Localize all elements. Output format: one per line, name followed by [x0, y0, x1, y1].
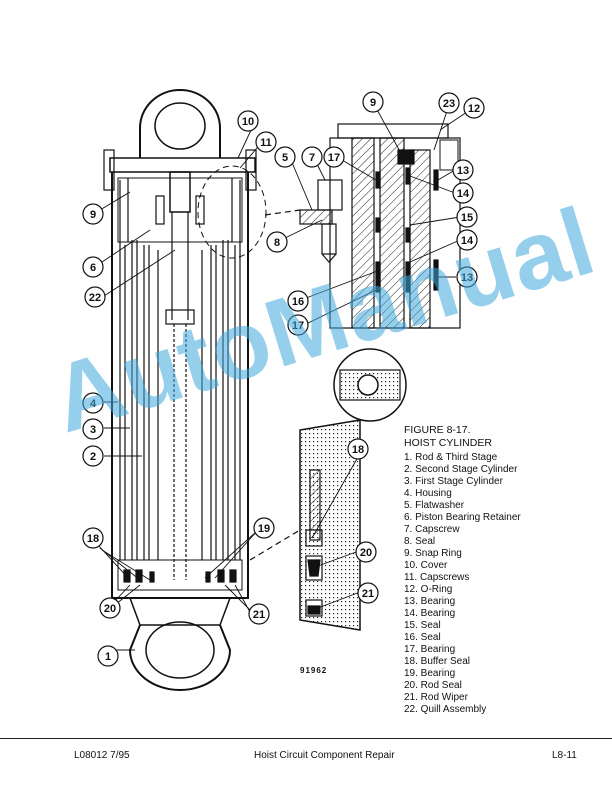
legend-item: 5. Flatwasher [404, 500, 465, 511]
svg-text:22: 22 [89, 292, 101, 304]
svg-text:7: 7 [309, 152, 315, 164]
callout-22: 22 [84, 286, 106, 308]
svg-text:18: 18 [87, 533, 99, 545]
callout-4: 4 [82, 392, 104, 414]
callout-23: 23 [438, 92, 460, 114]
callout-10: 10 [237, 110, 259, 132]
callout-7: 7 [301, 146, 323, 168]
legend-item: 21. Rod Wiper [404, 692, 468, 703]
callout-21b: 21 [357, 582, 379, 604]
legend-item: 8. Seal [404, 536, 436, 547]
legend-item: 17. Bearing [404, 644, 456, 655]
svg-text:20: 20 [360, 547, 372, 559]
callout-9b: 9 [362, 91, 384, 113]
figure-number: FIGURE 8-17. [404, 424, 471, 436]
legend-item: 3. First Stage Cylinder [404, 476, 503, 487]
figure-caption: FIGURE 8-17. HOIST CYLINDER [404, 424, 492, 450]
svg-text:5: 5 [282, 152, 288, 164]
callout-17a: 17 [323, 146, 345, 168]
legend-item: 4. Housing [404, 488, 452, 499]
legend-item: 7. Capscrew [404, 524, 460, 535]
callout-6: 6 [82, 256, 104, 278]
drawing-number: 91962 [300, 666, 328, 675]
callout-3: 3 [82, 418, 104, 440]
callout-15: 15 [456, 206, 478, 228]
svg-text:12: 12 [468, 103, 480, 115]
legend-item: 13. Bearing [404, 596, 456, 607]
svg-text:14: 14 [461, 235, 474, 247]
legend-item: 9. Snap Ring [404, 548, 462, 559]
callout-19: 19 [253, 517, 275, 539]
svg-text:16: 16 [292, 296, 304, 308]
leader-lines [97, 105, 471, 651]
lower-detail-view [249, 348, 407, 631]
svg-text:21: 21 [253, 609, 265, 621]
legend-item: 6. Piston Bearing Retainer [404, 512, 521, 523]
main-cylinder-view [103, 89, 267, 691]
svg-text:8: 8 [274, 237, 280, 249]
legend-item: 16. Seal [404, 632, 441, 643]
svg-text:2: 2 [90, 451, 96, 463]
svg-text:9: 9 [90, 209, 96, 221]
svg-text:6: 6 [90, 262, 96, 274]
legend-item: 20. Rod Seal [404, 680, 462, 691]
callout-18a: 18 [82, 527, 104, 549]
callout-20b: 20 [355, 541, 377, 563]
callout-21a: 21 [248, 603, 270, 625]
callout-18b: 18 [347, 438, 369, 460]
legend-item: 22. Quill Assembly [404, 704, 487, 715]
legend-item: 14. Bearing [404, 608, 456, 619]
figure-title: HOIST CYLINDER [404, 437, 492, 449]
legend-item: 12. O-Ring [404, 584, 453, 595]
footer-page-number: L8-11 [552, 750, 577, 761]
legend-item: 11. Capscrews [404, 572, 470, 583]
svg-text:23: 23 [443, 98, 455, 110]
callout-13b: 13 [456, 266, 478, 288]
callout-17b: 17 [287, 314, 309, 336]
svg-text:18: 18 [352, 444, 364, 456]
legend-item: 19. Bearing [404, 668, 456, 679]
svg-text:13: 13 [457, 165, 469, 177]
callout-8: 8 [266, 231, 288, 253]
legend-item: 1. Rod & Third Stage [404, 452, 498, 463]
svg-text:17: 17 [328, 152, 340, 164]
svg-text:15: 15 [461, 212, 473, 224]
callout-14b: 14 [456, 229, 478, 251]
callout-20a: 20 [99, 597, 121, 619]
parts-legend: 1. Rod & Third Stage 2. Second Stage Cyl… [404, 452, 521, 716]
callout-9a: 9 [82, 203, 104, 225]
footer-doc-code: L08012 7/95 [74, 750, 130, 761]
svg-text:1: 1 [105, 651, 111, 663]
legend-item: 2. Second Stage Cylinder [404, 464, 518, 475]
svg-text:3: 3 [90, 424, 96, 436]
svg-text:13: 13 [461, 272, 473, 284]
callout-12: 12 [463, 97, 485, 119]
callout-1: 1 [97, 645, 119, 667]
callout-2: 2 [82, 445, 104, 467]
footer-section-title: Hoist Circuit Component Repair [254, 750, 395, 761]
svg-text:17: 17 [292, 320, 304, 332]
upper-detail-view [264, 123, 461, 329]
callout-16: 16 [287, 290, 309, 312]
svg-text:11: 11 [260, 137, 272, 149]
svg-text:21: 21 [362, 588, 374, 600]
callout-5: 5 [274, 146, 296, 168]
legend-item: 10. Cover [404, 560, 448, 571]
callout-11: 11 [255, 131, 277, 153]
callouts: 1 2 3 4 5 6 7 8 9 9 10 11 12 13 13 14 14… [82, 91, 485, 667]
legend-item: 18. Buffer Seal [404, 656, 470, 667]
svg-text:14: 14 [457, 188, 470, 200]
legend-item: 15. Seal [404, 620, 441, 631]
svg-text:19: 19 [258, 523, 270, 535]
svg-text:9: 9 [370, 97, 376, 109]
callout-14a: 14 [452, 182, 474, 204]
svg-text:10: 10 [242, 116, 254, 128]
svg-text:4: 4 [90, 398, 97, 410]
callout-13a: 13 [452, 159, 474, 181]
svg-text:20: 20 [104, 603, 116, 615]
footer-divider [0, 738, 612, 739]
